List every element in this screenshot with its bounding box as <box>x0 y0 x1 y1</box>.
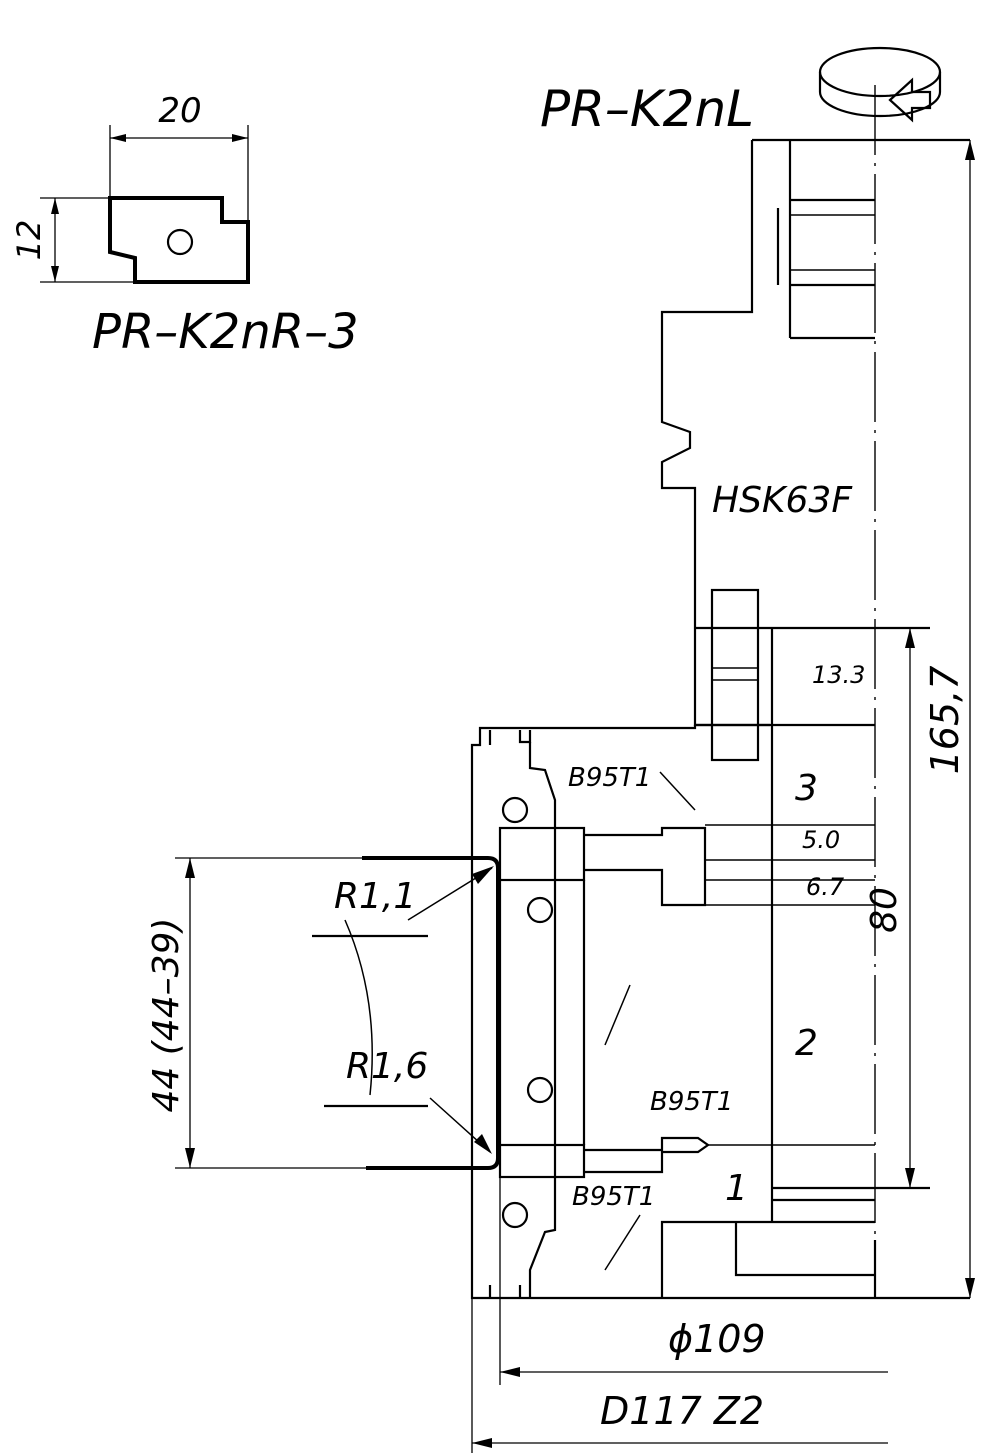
holder-type-label: HSK63F <box>712 480 853 521</box>
profile-outline <box>362 856 500 1170</box>
cutting-profile: R1,1 R1,6 44 (44–39) <box>146 856 500 1170</box>
inner-diameter-label: ϕ109 <box>668 1317 766 1361</box>
hole <box>501 796 529 824</box>
body-outline <box>470 725 970 1300</box>
locking-nut <box>710 588 760 762</box>
part-label-1: 1 <box>725 1168 748 1209</box>
tool-name: PR–K2nL <box>540 80 754 138</box>
insert-name: PR–K2nR–3 <box>92 304 359 360</box>
hole <box>526 1076 554 1104</box>
small-dim-13-3: 13.3 <box>812 661 865 689</box>
tool-body: HSK63F 13.3 B95T1 3 5.0 6.7 2 B95T1 <box>470 85 970 1300</box>
outer-diameter-label: D117 Z2 <box>600 1389 764 1433</box>
small-dim-6-7: 6.7 <box>806 873 845 901</box>
hole <box>501 1201 529 1229</box>
overall-dimensions: 165,7 80 ϕ109 D117 Z2 <box>471 140 975 1453</box>
radius-top-label: R1,1 <box>334 876 416 917</box>
insert-height-label: 12 <box>10 220 48 261</box>
insert-width-label: 20 <box>158 91 201 131</box>
rotation-direction-icon <box>818 46 942 123</box>
insert-detail: 20 12 PR–K2nR–3 <box>10 91 359 360</box>
small-dim-5-0: 5.0 <box>802 826 840 854</box>
material-label-2: B95T1 <box>650 1087 733 1117</box>
insert-outline <box>108 196 250 284</box>
insert-hole <box>166 228 194 256</box>
inner-length-label: 80 <box>864 887 905 933</box>
material-label-3: B95T1 <box>568 763 651 793</box>
radius-bottom-label: R1,6 <box>346 1046 428 1087</box>
part-label-3: 3 <box>795 768 818 809</box>
total-length-label: 165,7 <box>923 666 967 775</box>
profile-height-label: 44 (44–39) <box>146 918 187 1113</box>
hole <box>526 896 554 924</box>
material-label-1: B95T1 <box>572 1182 655 1212</box>
part-label-2: 2 <box>795 1023 818 1064</box>
hsk-shank-outline <box>660 138 970 727</box>
